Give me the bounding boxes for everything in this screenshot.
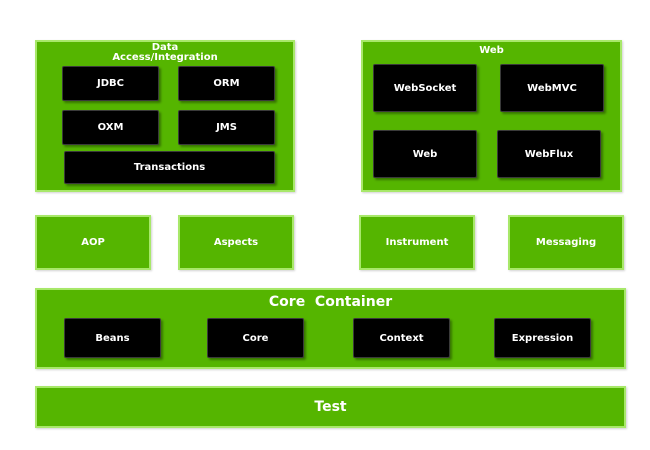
module-jdbc: JDBC — [62, 66, 159, 101]
data-access-title-line2: Access/Integration — [112, 52, 218, 63]
module-core: Core — [207, 318, 304, 358]
module-oxm: OXM — [62, 110, 159, 145]
module-aop: AOP — [35, 215, 151, 270]
module-webflux: WebFlux — [497, 130, 601, 178]
data-access-title-line1: Data — [151, 42, 179, 53]
module-expression: Expression — [494, 318, 591, 358]
module-aspects: Aspects — [178, 215, 294, 270]
module-messaging: Messaging — [508, 215, 624, 270]
web-title: Web — [479, 45, 504, 56]
module-jms: JMS — [178, 110, 275, 145]
module-websocket: WebSocket — [373, 64, 477, 112]
module-web: Web — [373, 130, 477, 178]
module-beans: Beans — [64, 318, 161, 358]
module-test: Test — [35, 386, 626, 428]
module-instrument: Instrument — [359, 215, 475, 270]
module-webmvc: WebMVC — [500, 64, 604, 112]
module-orm: ORM — [178, 66, 275, 101]
module-context: Context — [353, 318, 450, 358]
core-container-title: Core Container — [268, 294, 393, 310]
module-transactions: Transactions — [64, 151, 275, 184]
